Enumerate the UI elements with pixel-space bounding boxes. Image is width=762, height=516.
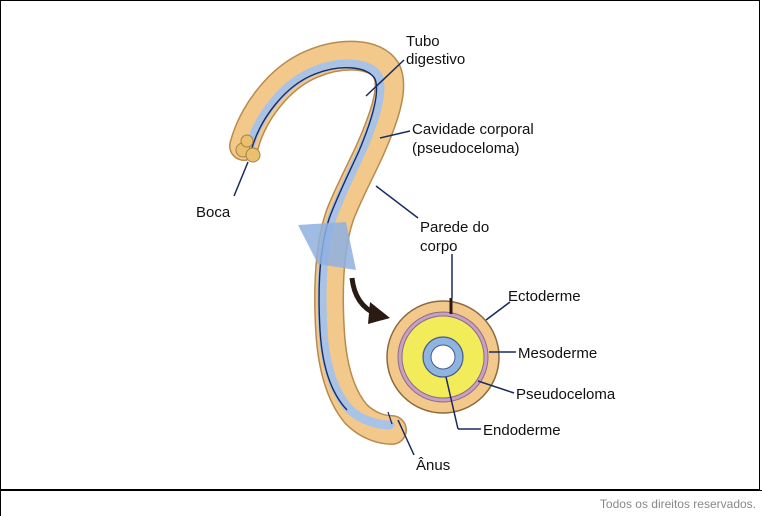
nematode-diagram: Tubo digestivo Cavidade corporal (pseudo… (0, 0, 762, 490)
label-parede-line1: Parede do (420, 219, 489, 236)
label-cavidade-line2: (pseudoceloma) (412, 140, 520, 157)
footer-divider (0, 490, 762, 491)
section-plane (298, 222, 356, 270)
footer-left-edge (0, 490, 1, 516)
label-pseudoceloma: Pseudoceloma (516, 386, 616, 403)
label-cavidade-line1: Cavidade corporal (412, 121, 534, 138)
copyright-credit: Todos os direitos reservados. (600, 497, 756, 511)
label-parede-line2: corpo (420, 238, 458, 255)
cross-section (387, 298, 499, 413)
label-ectoderme: Ectoderme (508, 288, 581, 305)
label-tubo-line1: Tubo (406, 33, 440, 50)
label-endoderme: Endoderme (483, 422, 561, 439)
label-anus: Ânus (416, 457, 450, 474)
section-arrow-head (368, 302, 390, 324)
label-tubo-line2: digestivo (406, 51, 465, 68)
label-mesoderme: Mesoderme (518, 345, 597, 362)
label-boca: Boca (196, 204, 231, 221)
